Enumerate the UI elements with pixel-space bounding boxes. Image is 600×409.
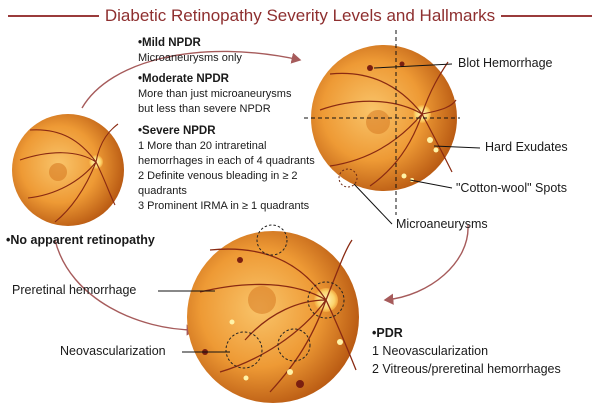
severe-npdr-line: 1 More than 20 intraretinal (138, 140, 267, 152)
arrow-none-to-mild (81, 50, 302, 109)
mild-npdr-block: •Mild NPDR Microaneurysms only (138, 36, 242, 66)
label-preretinal-hemorrhage: Preretinal hemorrhage (12, 283, 137, 297)
diagram-title: Diabetic Retinopathy Severity Levels and… (104, 6, 496, 25)
no-retinopathy-heading: •No apparent retinopathy (6, 233, 155, 247)
arrow-severe-to-pdr (383, 224, 469, 305)
label-microaneurysms: Microaneurysms (396, 217, 488, 231)
severe-npdr-line: quadrants (138, 185, 187, 197)
moderate-npdr-heading: •Moderate NPDR (138, 73, 229, 85)
severe-npdr-heading: •Severe NPDR (138, 125, 216, 137)
pdr-line: 2 Vitreous/preretinal hemorrhages (372, 362, 561, 376)
severe-npdr-line: 3 Prominent IRMA in ≥ 1 quadrants (138, 200, 310, 212)
label-neovascularization: Neovascularization (60, 344, 166, 358)
label-hard-exudates: Hard Exudates (485, 140, 568, 154)
severe-npdr-line: hemorrhages in each of 4 quadrants (138, 155, 315, 167)
pdr-block: •PDR 1 Neovascularization 2 Vitreous/pre… (372, 324, 561, 378)
label-blot-hemorrhage: Blot Hemorrhage (458, 56, 553, 70)
retina-pdr (187, 224, 359, 403)
label-cotton-wool-spots: "Cotton-wool" Spots (456, 181, 568, 195)
severe-npdr-line: 2 Definite venous bleading in ≥ 2 (138, 170, 298, 182)
leader-exudates (433, 145, 481, 149)
moderate-npdr-line: More than just microaneurysms (138, 88, 292, 100)
leader-micro (353, 183, 393, 225)
leader-blot (373, 63, 453, 69)
mild-npdr-heading: •Mild NPDR (138, 37, 201, 49)
arrow-none-to-pdr (54, 239, 197, 336)
pdr-heading: •PDR (372, 326, 403, 340)
title-row: Diabetic Retinopathy Severity Levels and… (0, 4, 600, 28)
pdr-line: 1 Neovascularization (372, 344, 489, 358)
leader-cotton (409, 179, 453, 189)
mild-npdr-line: Microaneurysms only (138, 52, 242, 64)
title-rule-right (501, 15, 592, 17)
moderate-npdr-block: •Moderate NPDR More than just microaneur… (138, 72, 291, 117)
title-rule-left (8, 15, 99, 17)
retina-normal (12, 114, 124, 226)
severe-npdr-block: •Severe NPDR 1 More than 20 intraretinal… (138, 124, 315, 214)
moderate-npdr-line: but less than severe NPDR (138, 103, 271, 115)
